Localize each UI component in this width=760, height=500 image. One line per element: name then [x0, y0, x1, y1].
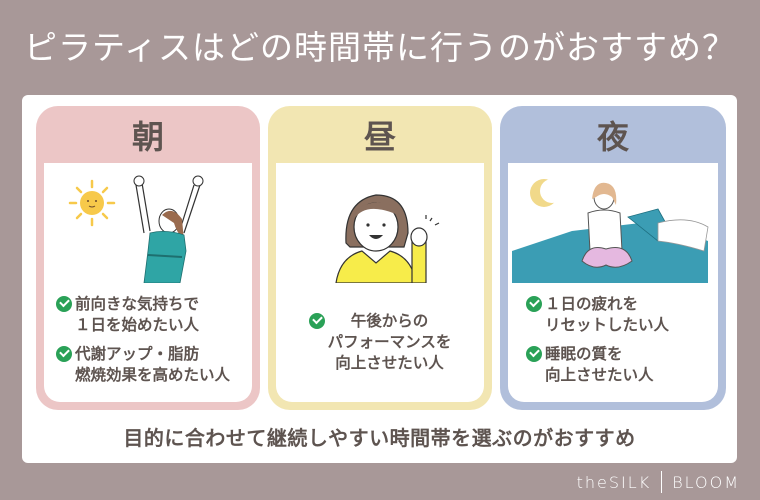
check-icon: [56, 346, 72, 362]
page-title: ピラティスはどの時間帯に行うのがおすすめ？: [23, 28, 737, 67]
check-icon: [308, 313, 325, 329]
list-item: 睡眠の質を 向上させたい人: [526, 343, 718, 385]
woman-fist-pump-icon: [335, 194, 440, 283]
card-body: １日の疲れを リセットしたい人 睡眠の質を 向上させたい人: [508, 163, 718, 402]
logo-left: theSILK: [576, 472, 652, 492]
card-points: １日の疲れを リセットしたい人 睡眠の質を 向上させたい人: [508, 293, 718, 393]
list-item: １日の疲れを リセットしたい人: [526, 293, 718, 335]
summary-message: 目的に合わせて継続しやすい時間帯を選ぶのがおすすめ: [123, 426, 636, 450]
check-icon: [526, 296, 542, 312]
woman-stretching-sun-icon: [68, 175, 204, 283]
card-heading: 昼: [363, 117, 396, 156]
card-night: 夜 １日の疲れを リセットしたい人 睡眠の質を: [500, 106, 726, 410]
check-icon: [526, 346, 542, 362]
card-points: 前向きな気持ちで １日を始めたい人 代謝アップ・脂肪 燃焼効果を高めたい人: [44, 293, 252, 393]
card-noon: 昼 午後からの パフォーマンスを 向上させたい人: [268, 106, 492, 410]
card-body: 前向きな気持ちで １日を始めたい人 代謝アップ・脂肪 燃焼効果を高めたい人: [44, 163, 252, 402]
check-icon: [56, 296, 72, 312]
content-panel: 朝: [22, 95, 737, 463]
list-item: 午後からの パフォーマンスを 向上させたい人: [276, 310, 484, 373]
card-body: 午後からの パフォーマンスを 向上させたい人: [276, 163, 484, 402]
card-points: 午後からの パフォーマンスを 向上させたい人: [276, 310, 484, 381]
logo-divider: [661, 471, 663, 493]
list-item: 前向きな気持ちで １日を始めたい人: [56, 293, 252, 335]
brand-logo: theSILK BLOOM: [577, 471, 740, 493]
card-heading: 夜: [596, 117, 629, 156]
card-morning: 朝: [36, 106, 260, 410]
woman-sitting-bed-moon-icon: [512, 179, 709, 283]
list-item: 代謝アップ・脂肪 燃焼効果を高めたい人: [56, 343, 252, 385]
card-heading: 朝: [131, 117, 164, 156]
logo-right: BLOOM: [672, 472, 740, 492]
